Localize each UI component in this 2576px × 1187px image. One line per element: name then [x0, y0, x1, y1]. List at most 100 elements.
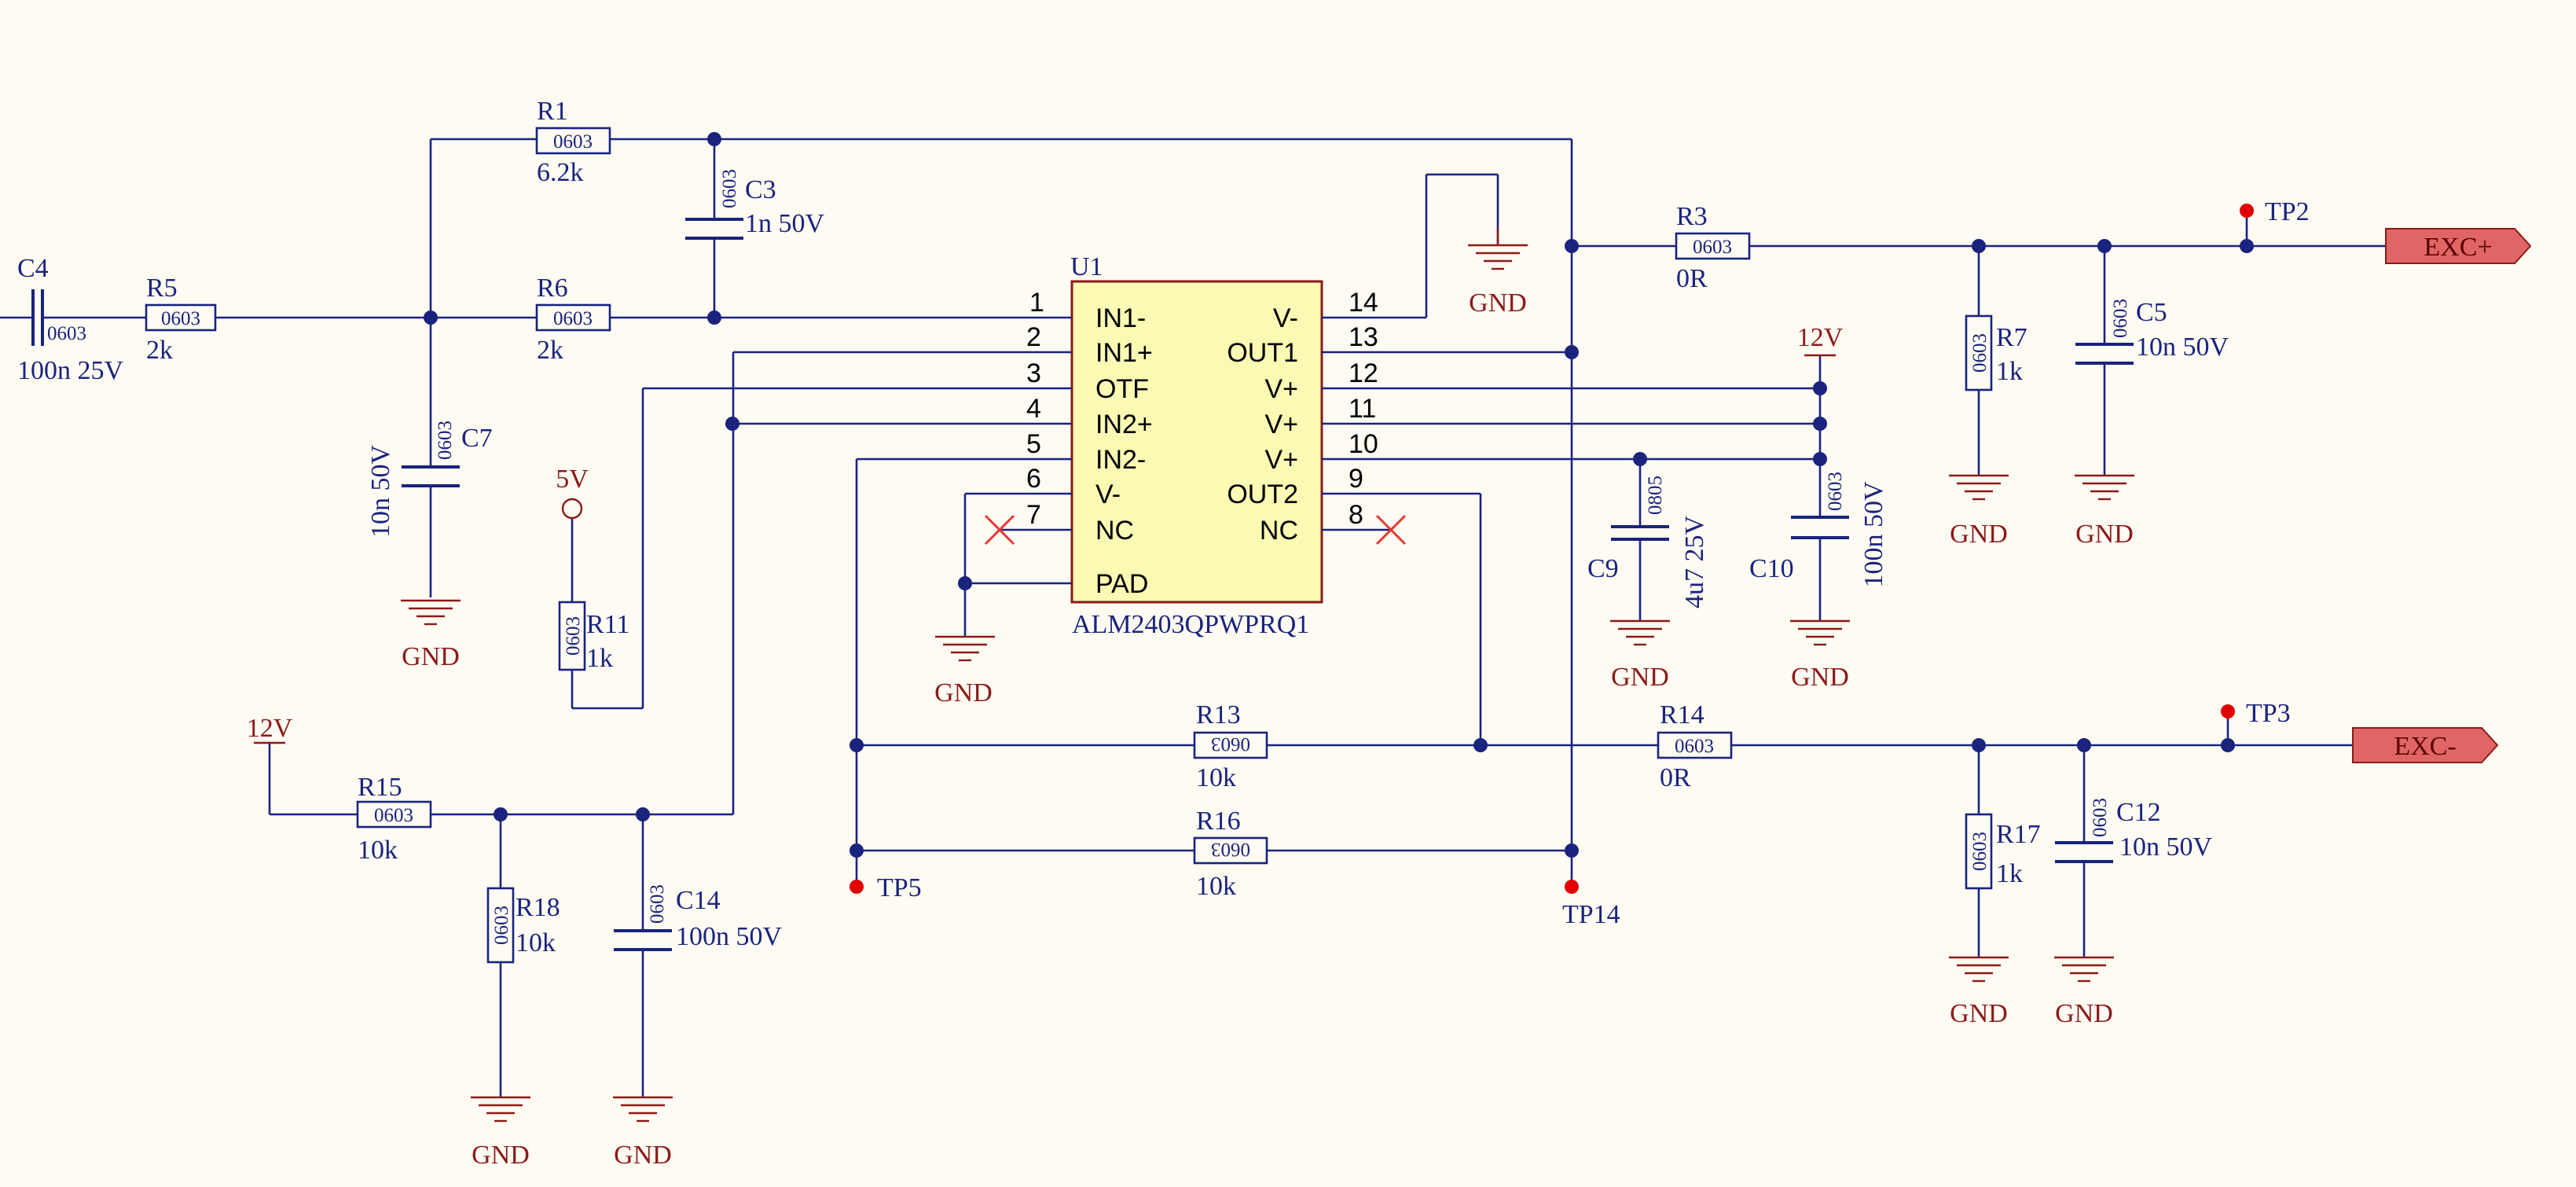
- no-connect-icon: [1375, 514, 1407, 546]
- ground-icon: GND: [2075, 474, 2134, 549]
- value-label: 100n 50V: [676, 922, 783, 951]
- ground-icon: GND: [613, 1096, 673, 1170]
- resistor-r11[interactable]: 0603 R11 1k: [558, 601, 629, 673]
- gnd-label: GND: [1791, 663, 1849, 692]
- resistor-r5[interactable]: 0603 R5 2k: [145, 274, 217, 365]
- value-label: 2k: [537, 336, 563, 365]
- resistor-r6[interactable]: 0603 R6 2k: [535, 274, 611, 365]
- port-exc-pos[interactable]: EXC+: [2385, 228, 2532, 264]
- resistor-r1[interactable]: 0603 R1 6.2k: [535, 97, 611, 187]
- capacitor-c12[interactable]: 0603 C12 10n 50V: [2055, 798, 2213, 863]
- pin-name: V+: [1264, 374, 1298, 404]
- pin-name: IN1+: [1095, 338, 1153, 368]
- test-point-tp2[interactable]: TP2: [2240, 197, 2310, 226]
- tp-label: TP2: [2265, 197, 2310, 226]
- package-label: 0603: [719, 169, 740, 208]
- v12-label: 12V: [1797, 323, 1844, 352]
- value-label: 100n 25V: [17, 356, 124, 385]
- package-label: 0603: [2090, 798, 2111, 837]
- package-label: 0805: [1645, 476, 1666, 515]
- package-label: 0603: [374, 805, 413, 826]
- ref-label: C4: [17, 254, 49, 283]
- package-label: 0603: [1969, 333, 1991, 373]
- pin-name: NC: [1260, 516, 1298, 546]
- resistor-r3[interactable]: 0603 R3 0R: [1675, 202, 1751, 293]
- no-connect-markers: [984, 514, 1407, 546]
- pin-name: OTF: [1095, 374, 1149, 404]
- gnd-label: GND: [614, 1141, 672, 1170]
- pin-name: IN1-: [1095, 303, 1146, 333]
- gnd-label: GND: [2055, 999, 2113, 1028]
- resistors: 0603 R1 6.2k 0603 R5 2k 0603 R6 2k 0603 …: [145, 97, 2041, 964]
- ground-icon: GND: [1610, 619, 1670, 692]
- package-label: 0603: [563, 616, 584, 656]
- pin-number: 2: [1026, 322, 1041, 352]
- pin-number: 12: [1349, 358, 1378, 388]
- pin-name: IN2+: [1095, 410, 1153, 439]
- ref-label: C5: [2136, 298, 2167, 327]
- resistor-r13[interactable]: 0603 R13 10k: [1193, 700, 1268, 792]
- port-label: EXC-: [2394, 732, 2456, 761]
- ref-label: C7: [461, 424, 493, 453]
- capacitor-c9[interactable]: 0805 C9 4u7 25V: [1587, 476, 1709, 608]
- capacitor-c5[interactable]: 0603 C5 10n 50V: [2075, 298, 2229, 365]
- value-label: 10n 50V: [2119, 832, 2213, 862]
- pin-name: PAD: [1095, 569, 1148, 599]
- no-connect-icon: [984, 514, 1015, 546]
- value-label: 100n 50V: [1859, 481, 1888, 588]
- tp-label: TP14: [1562, 900, 1620, 929]
- ref-label: C3: [745, 175, 776, 204]
- resistor-r7[interactable]: 0603 R7 1k: [1965, 314, 2027, 391]
- resistor-r17[interactable]: 0603 R17 1k: [1965, 813, 2041, 890]
- ground-icon: GND: [1949, 474, 2009, 549]
- resistor-r16[interactable]: 0603 R16 10k: [1193, 807, 1268, 901]
- package-label: 0603: [47, 323, 86, 344]
- port-label: EXC+: [2424, 233, 2492, 262]
- ref-label: R16: [1196, 807, 1241, 836]
- package-label: 0603: [1211, 733, 1250, 755]
- ic-u1[interactable]: U1 ALM2403QPWPRQ1 1 2 3 4 5 6 7 IN1- IN1…: [1026, 252, 1378, 639]
- capacitor-c14[interactable]: 0603 C14 100n 50V: [614, 884, 783, 951]
- capacitor-c4[interactable]: 0603 C4 100n 25V: [17, 254, 124, 385]
- pin-number: 9: [1349, 464, 1363, 494]
- test-point-tp3[interactable]: TP3: [2221, 699, 2291, 728]
- pin-name: V+: [1264, 445, 1298, 475]
- value-label: 10k: [516, 928, 556, 957]
- v12-label: 12V: [247, 714, 293, 743]
- package-label: 0603: [435, 421, 456, 460]
- tp-label: TP3: [2246, 699, 2291, 728]
- value-label: 1k: [1996, 859, 2023, 888]
- pin-number: 3: [1026, 358, 1041, 388]
- value-label: 1k: [586, 644, 613, 673]
- value-label: 2k: [146, 336, 173, 365]
- value-label: 4u7 25V: [1680, 516, 1709, 609]
- capacitor-c7[interactable]: 0603 C7 10n 50V: [366, 421, 493, 538]
- resistor-r14[interactable]: 0603 R14 0R: [1657, 700, 1733, 792]
- port-exc-neg[interactable]: EXC-: [2352, 727, 2499, 763]
- pin-number: 14: [1349, 288, 1378, 318]
- ref-label: R14: [1660, 700, 1704, 729]
- test-point-tp14[interactable]: TP14: [1562, 880, 1620, 929]
- test-point-tp5[interactable]: TP5: [849, 873, 922, 902]
- ground-icon: GND: [1949, 956, 2009, 1028]
- value-label: 0R: [1676, 264, 1708, 293]
- pin-name: NC: [1095, 516, 1134, 546]
- ref-label: R7: [1996, 323, 2027, 352]
- ref-label: R11: [586, 610, 629, 639]
- pin-number: 5: [1026, 429, 1041, 459]
- capacitor-c10[interactable]: 0603 C10 100n 50V: [1749, 472, 1888, 588]
- gnd-label: GND: [472, 1141, 530, 1170]
- ic-ref: U1: [1070, 252, 1103, 281]
- package-label: 0603: [161, 308, 200, 329]
- wires: [0, 138, 2386, 1097]
- pin-name: OUT2: [1227, 480, 1298, 509]
- ground-icon: GND: [401, 599, 461, 671]
- resistor-r18[interactable]: 0603 R18 10k: [486, 887, 560, 964]
- gnd-label: GND: [2075, 520, 2134, 549]
- value-label: 1k: [1996, 357, 2023, 386]
- package-label: 0603: [1211, 839, 1250, 860]
- resistor-r15[interactable]: 0603 R15 10k: [356, 773, 432, 865]
- pin-name: OUT1: [1227, 338, 1298, 368]
- capacitor-c3[interactable]: 0603 C3 1n 50V: [685, 169, 825, 240]
